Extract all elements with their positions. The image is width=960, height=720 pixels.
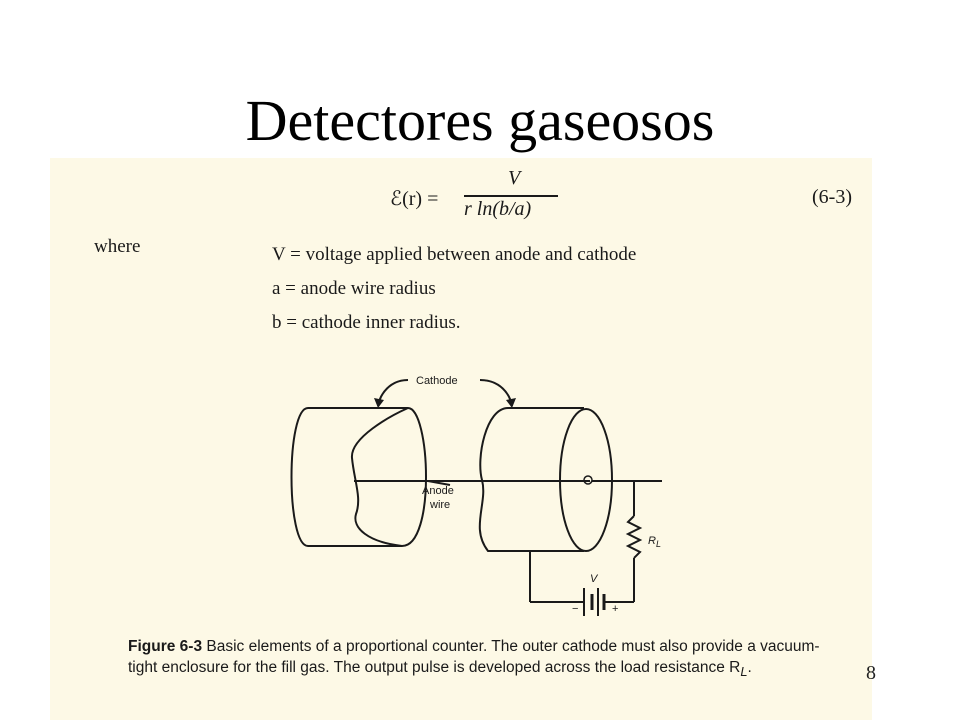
battery-plus: +	[612, 603, 618, 615]
equation-lhs: ℰ(r) =	[390, 188, 439, 210]
right-cylinder-body	[478, 407, 584, 552]
equation-denominator: r ln(b/a)	[464, 198, 532, 220]
anode-label-wire: wire	[429, 499, 450, 511]
left-cylinder-body	[290, 407, 402, 547]
anode-terminal	[583, 475, 593, 485]
figure-caption: Figure 6-3 Basic elements of a proportio…	[128, 638, 820, 680]
anode-label: Anode	[422, 485, 454, 497]
proportional-counter-diagram: Cathode Anode wire RL V − +	[290, 375, 662, 616]
definition-item: b = cathode inner radius.	[272, 312, 461, 333]
page-number: 8	[866, 662, 876, 684]
cathode-label: Cathode	[416, 375, 458, 387]
resistor-label: RL	[648, 535, 661, 549]
definition-list: V = voltage applied between anode and ca…	[272, 238, 636, 340]
arrowhead	[506, 398, 516, 408]
figure-number: Figure 6-3	[128, 638, 203, 655]
cathode-arrow-right	[479, 379, 513, 407]
caption-subscript: L	[740, 664, 748, 680]
arrowhead	[374, 398, 384, 408]
where-label: where	[94, 236, 141, 257]
battery-voltage-label: V	[590, 573, 599, 585]
left-cylinder-outer-cut	[401, 407, 427, 547]
battery-minus: −	[572, 603, 578, 615]
slide-title: Detectores gaseosos	[245, 88, 715, 153]
definition-item: a = anode wire radius	[272, 278, 436, 299]
fraction-bar	[464, 195, 558, 197]
load-resistor	[625, 515, 643, 559]
caption-text: Basic elements of a proportional counter…	[128, 638, 820, 676]
cathode-arrow-left	[377, 379, 409, 407]
definition-item: V = voltage applied between anode and ca…	[272, 244, 637, 265]
equation-numerator: V	[508, 167, 521, 189]
equation-number: (6-3)	[812, 186, 852, 208]
scanned-page: ℰ(r) = V r ln(b/a) (6-3) where V = volta…	[50, 158, 872, 720]
left-cylinder-cut-edge	[350, 407, 409, 547]
